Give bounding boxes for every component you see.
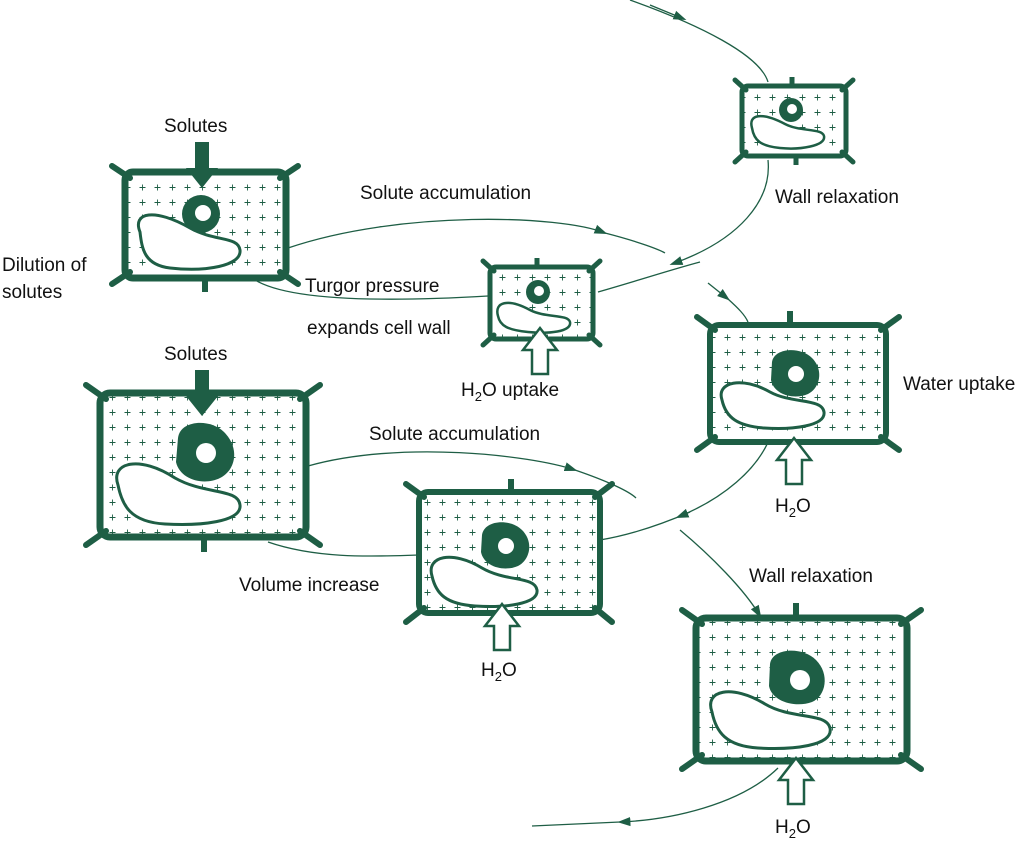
h2o-uptake-suffix: O uptake (482, 380, 559, 401)
label-solutes-top: Solutes (164, 116, 227, 137)
h2o-sub: 2 (789, 826, 796, 841)
water-arrow-right-upper (774, 435, 814, 486)
label-solute-accumulation-top: Solute accumulation (360, 183, 531, 204)
solute-accumulation-curve-bottom (307, 451, 578, 472)
cell-center-small (480, 258, 603, 348)
h2o-sub: 2 (495, 669, 502, 684)
top-entry-curve (629, 0, 769, 83)
label-solutes-bottom: Solutes (164, 344, 227, 365)
cell-left-large (83, 380, 323, 552)
label-wall-relaxation-top: Wall relaxation (775, 187, 899, 208)
exit-curve-tail (531, 821, 621, 827)
turgor-curve-lower (251, 277, 489, 300)
h2o-o: O (796, 496, 811, 517)
label-h2o-right-lower: H2O (775, 817, 811, 841)
h2o-sub: 2 (789, 505, 796, 520)
label-water-uptake: Water uptake (903, 374, 1015, 395)
cell-right-lower (679, 603, 924, 772)
wall-relaxation-curve-top (669, 159, 769, 265)
h2o-uptake-h: H (461, 380, 475, 401)
label-turgor-line2: expands cell wall (307, 318, 451, 339)
solute-accumulation-curve-top (287, 218, 608, 249)
wall-relaxation-curve-bottom (679, 529, 762, 619)
h2o-h: H (775, 496, 789, 517)
label-h2o-uptake: H2O uptake (461, 380, 559, 404)
h2o-h: H (775, 817, 789, 838)
to-water-uptake-curve (727, 298, 749, 323)
cell-right-upper (694, 311, 902, 455)
cell-top-right (732, 77, 856, 165)
label-dilution-line1: Dilution of (2, 255, 87, 276)
label-h2o-right-upper: H2O (775, 496, 811, 520)
water-arrow-center-small (520, 325, 560, 376)
label-turgor-line1: Turgor pressure (305, 276, 439, 297)
vacuole (137, 213, 242, 271)
label-solute-accumulation-bottom: Solute accumulation (369, 424, 540, 445)
label-h2o-center-medium: H2O (481, 660, 517, 684)
to-water-uptake-arrow (707, 282, 731, 301)
water-arrow-center-medium (482, 601, 522, 652)
h2o-o: O (796, 817, 811, 838)
cell-center-medium (403, 479, 615, 625)
flow-lines (251, 0, 779, 827)
mid-cell-to-right-curve (599, 511, 691, 541)
label-wall-relaxation-bottom: Wall relaxation (749, 566, 873, 587)
h2o-o: O (502, 660, 517, 681)
water-arrow-right-lower (776, 755, 816, 806)
label-volume-increase: Volume increase (239, 575, 379, 596)
small-cell-to-right-curve (597, 261, 701, 293)
solute-accumulation-curve-top-tail (604, 232, 666, 254)
volume-increase-curve (267, 541, 421, 557)
exit-curve-bottom (617, 767, 779, 827)
h2o-h: H (481, 660, 495, 681)
solute-arrow-bottom (186, 370, 218, 416)
solute-arrow-top (186, 142, 218, 188)
label-dilution-line2: solutes (2, 282, 62, 303)
top-entry-arrowhead-path (649, 4, 687, 20)
solute-accumulation-curve-bottom-tail (574, 469, 637, 499)
h2o-uptake-sub: 2 (475, 389, 482, 404)
